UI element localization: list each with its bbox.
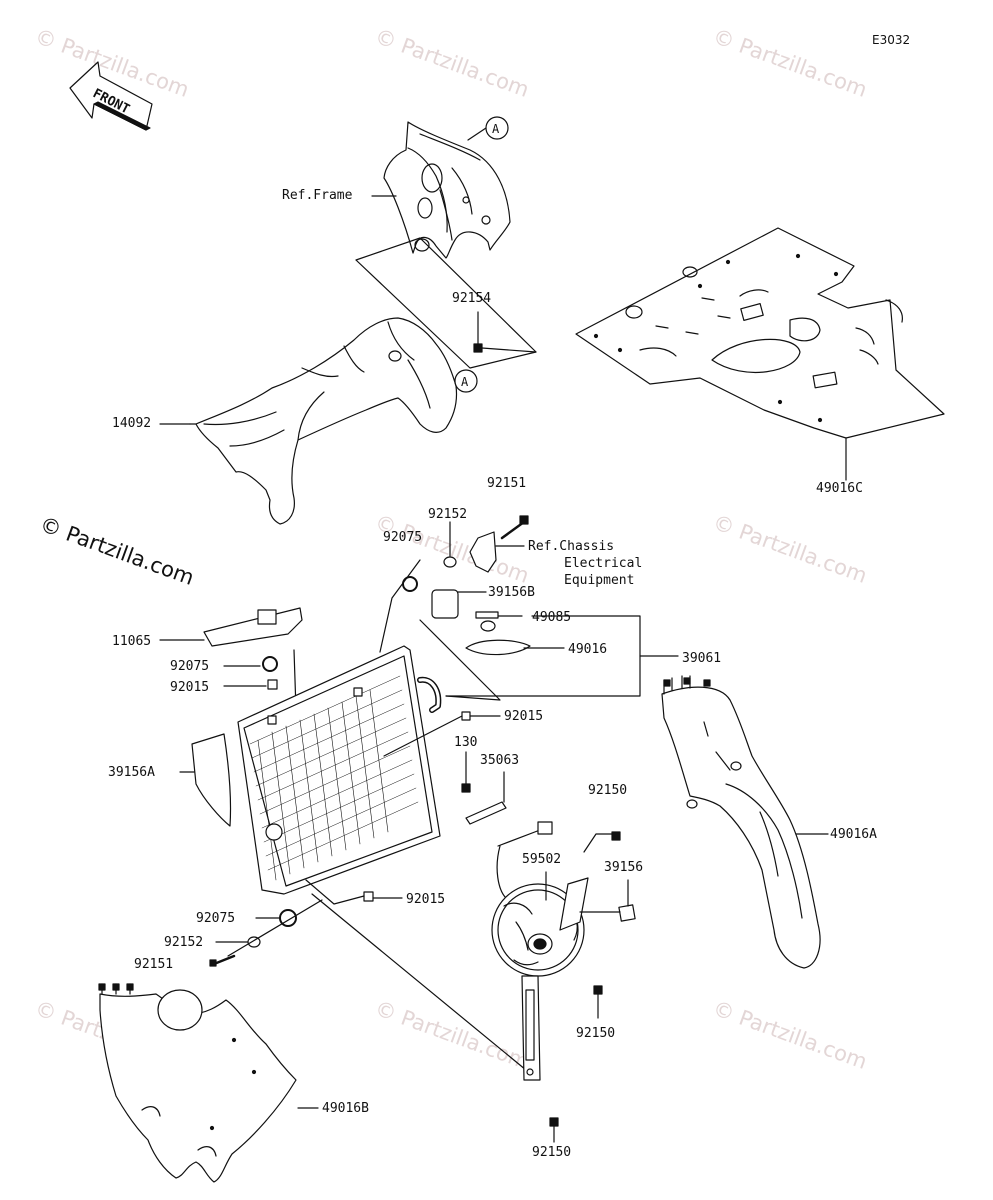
part-label-92150-bot: 92150 [532,1145,572,1160]
part-label-39156: 39156 [604,860,644,875]
part-label-92150-mid: 92150 [576,1026,616,1041]
undercover-plate-49016C-part [575,227,945,439]
part-label-92154: 92154 [452,291,492,306]
part-label-92015-mid: 92015 [504,709,544,724]
part-label-92075-low: 92075 [196,911,236,926]
callout-a-lower-icon: A [454,369,478,393]
diagram-code: E3032 [872,33,911,47]
part-label-92152-low: 92152 [164,935,204,950]
pin-49085-icon [475,611,523,619]
nut-92015-mid-icon [461,711,471,721]
screw-92150-mid-icon [593,985,603,995]
callout-a-lower: A [461,375,469,389]
nut-92015-low-icon [363,891,374,902]
collar-92152-icon [443,556,457,568]
ref-frame-label: Ref.Frame [282,188,353,203]
frame-reference-part [383,121,511,259]
callout-a: A [492,122,500,136]
part-label-39156A: 39156A [108,765,155,780]
part-label-35063: 35063 [480,753,520,768]
part-label-130: 130 [454,735,478,750]
bolt-92151-icon [500,515,529,540]
front-arrow-icon: FRONT [69,61,153,131]
ref-chassis-label-1: Ref.Chassis [528,539,615,554]
grommet-92075-mid-icon [262,656,278,672]
radiator-39061-part [237,645,442,895]
part-label-14092: 14092 [112,416,152,431]
bracket-chassis-ref-part [469,531,525,573]
pad-39156A-part [179,733,232,827]
part-label-39156B: 39156B [488,585,535,600]
ref-chassis-label-2: Electrical [564,556,643,571]
part-label-92151-low: 92151 [134,957,174,972]
part-label-49085: 49085 [532,610,572,625]
part-label-92152-top: 92152 [428,507,468,522]
pad-39156-part [618,904,636,922]
part-label-92151-top: 92151 [487,476,527,491]
bolt-92151-low-icon [209,954,236,967]
callout-a-icon: A [467,116,509,141]
screw-92154-icon [473,311,483,353]
part-label-49016: 49016 [568,642,608,657]
part-label-92015-left: 92015 [170,680,210,695]
part-label-49016C: 49016C [816,481,863,496]
fan-assembly-59502-part [491,821,589,1081]
part-label-49016A: 49016A [830,827,877,842]
part-label-92075-top: 92075 [383,530,423,545]
part-label-92075-mid: 92075 [170,659,210,674]
pad-39156B-part [431,589,459,619]
ref-chassis-label-3: Equipment [564,573,635,588]
part-label-59502: 59502 [522,852,562,867]
bolt-130-icon [461,751,471,793]
part-label-92015-low: 92015 [406,892,446,907]
plate-49016-part [465,639,531,656]
screw-92150-bot-icon [549,1117,559,1127]
nut-92015-left-icon [267,679,278,690]
lower-cover-49016B-part [98,983,297,1183]
side-cover-49016A-part [661,675,821,969]
bracket-11065-part [203,607,303,647]
screw-92150-right-icon [611,831,621,841]
part-label-92150-right: 92150 [588,783,628,798]
grommet-92075-top-icon [402,576,418,592]
part-label-39061: 39061 [682,651,722,666]
seal-35063-part [465,771,507,825]
part-label-11065: 11065 [112,634,152,649]
part-label-49016B: 49016B [322,1101,369,1116]
cover-14092-part [195,317,458,525]
